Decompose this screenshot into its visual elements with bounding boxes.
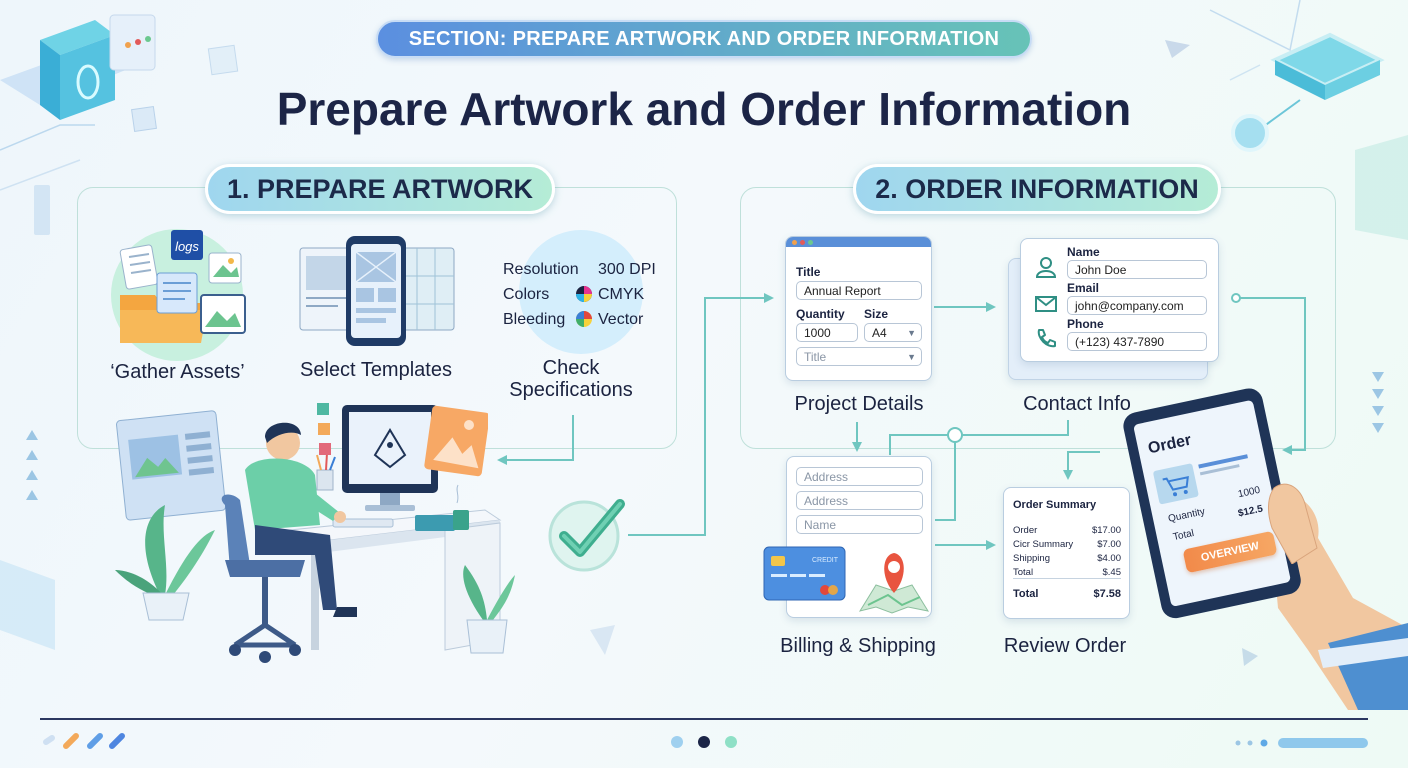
phone-icon (1037, 329, 1056, 348)
select-templates-illustration (299, 236, 455, 346)
name-placeholder: Name (804, 517, 837, 532)
designer-person-icon (245, 422, 357, 617)
summary-row-value: $.45 (1102, 567, 1122, 578)
billing-shipping-caption: Billing & Shipping (780, 635, 936, 657)
summary-row-label: Shipping (1013, 553, 1050, 564)
spec-label-colors: Colors (503, 286, 550, 303)
address-placeholder-2: Address (804, 493, 849, 508)
spec-label-resolution: Resolution (503, 261, 579, 278)
summary-row-value: $4.00 (1097, 553, 1121, 564)
summary-row-value: $17.00 (1091, 525, 1121, 536)
summary-total-value: $7.58 (1093, 588, 1121, 600)
checkmark-icon (548, 499, 625, 572)
summary-row: Cicr Summary $7.00 (1013, 539, 1121, 550)
summary-total-label: Total (1013, 588, 1039, 600)
spec-label-bleeding: Bleeding (503, 311, 566, 328)
thumb-icon (1268, 483, 1318, 564)
tablet-text-lines (1198, 454, 1248, 476)
name-label: Name (1067, 245, 1100, 259)
address-input-2[interactable]: Address (796, 491, 923, 510)
contact-info-card: Name John Doe Email john@company.com Pho… (1020, 238, 1219, 362)
landscape-card-icon (424, 405, 488, 477)
svg-text:logs: logs (175, 239, 199, 254)
order-summary-card: Order Summary Order $17.00 Cicr Summary $7… (1003, 487, 1130, 619)
project-details-card: Title Annual Report Quantity Size 1000 A… (785, 236, 932, 381)
phone-input[interactable]: (+123) 437-7890 (1067, 332, 1207, 351)
window-titlebar (786, 237, 931, 247)
summary-row-value: $7.00 (1097, 539, 1121, 550)
summary-row: Total $.45 (1013, 567, 1121, 578)
gather-assets-illustration: logs (111, 229, 246, 361)
phone-label: Phone (1067, 317, 1104, 331)
logo-tile-icon (171, 230, 203, 260)
order-heading: 2. ORDER INFORMATION (853, 164, 1221, 214)
quantity-input[interactable]: 1000 (796, 323, 858, 342)
check-specs-caption-line2: Specifications (509, 379, 633, 401)
select-templates-caption: Select Templates (300, 359, 452, 381)
user-icon (1035, 257, 1057, 278)
spec-value-resolution: 300 DPI (598, 261, 656, 278)
mail-icon (1035, 296, 1057, 312)
gather-assets-caption: ‘Gather Assets’ (110, 361, 245, 383)
cmyk-wheel-icon (576, 286, 592, 302)
spec-value-colors: CMYK (598, 286, 645, 303)
type-select-placeholder: Title (804, 349, 827, 364)
section-badge: SECTION: PREPARE ARTWORK AND ORDER INFOR… (376, 20, 1032, 58)
summary-row-label: Cicr Summary (1013, 539, 1074, 550)
glowing-cube-icon (0, 14, 156, 120)
contact-info-caption: Contact Info (1023, 393, 1131, 415)
chevron-down-icon: ▼ (907, 351, 916, 362)
artwork-heading: 1. PREPARE ARTWORK (205, 164, 555, 214)
title-input[interactable]: Annual Report (796, 281, 922, 300)
name-input[interactable]: John Doe (1067, 260, 1207, 279)
name-input-billing[interactable]: Name (796, 515, 923, 534)
cart-thumbnail-icon (1153, 463, 1199, 505)
quantity-label: Quantity (796, 307, 845, 321)
potted-plant-icon (463, 565, 515, 654)
plant-icon (115, 505, 215, 621)
office-chair-icon (221, 494, 305, 663)
email-label: Email (1067, 281, 1100, 295)
summary-row-label: Order (1013, 525, 1038, 536)
check-specs-caption-line1: Check (542, 357, 600, 379)
chevron-down-icon: ▼ (907, 327, 916, 338)
summary-row: Order $17.00 (1013, 525, 1121, 536)
mug-icon (453, 510, 469, 530)
email-input[interactable]: john@company.com (1067, 296, 1207, 315)
type-select[interactable]: Title ▼ (796, 347, 922, 366)
title-label: Title (796, 265, 821, 279)
spec-value-bleeding: Vector (598, 311, 644, 328)
address-input-1[interactable]: Address (796, 467, 923, 486)
color-wheel-icon (576, 311, 592, 327)
floating-gallery-icon (116, 410, 227, 521)
project-details-caption: Project Details (794, 393, 924, 415)
designer-workspace-illustration (115, 403, 515, 663)
summary-row: Shipping $4.00 (1013, 553, 1121, 564)
credit-card-icon: CREDIT (763, 546, 846, 601)
size-select-value: A4 (872, 325, 887, 340)
summary-total-row: Total $7.58 (1013, 588, 1121, 600)
size-select[interactable]: A4 ▼ (864, 323, 922, 342)
map-pin-icon (858, 553, 930, 614)
size-label: Size (864, 307, 889, 321)
order-summary-title: Order Summary (1013, 499, 1097, 511)
review-order-caption: Review Order (1003, 635, 1127, 657)
svg-text:CREDIT: CREDIT (812, 557, 839, 564)
floating-device-icon (1270, 32, 1385, 100)
address-placeholder-1: Address (804, 469, 849, 484)
summary-row-label: Total (1013, 567, 1034, 578)
footer-dots (43, 733, 1368, 749)
order-summary-rows: Order $17.00 Cicr Summary $7.00 Shipping $4… (1013, 525, 1121, 578)
page-title: Prepare Artwork and Order Information (276, 83, 1132, 135)
